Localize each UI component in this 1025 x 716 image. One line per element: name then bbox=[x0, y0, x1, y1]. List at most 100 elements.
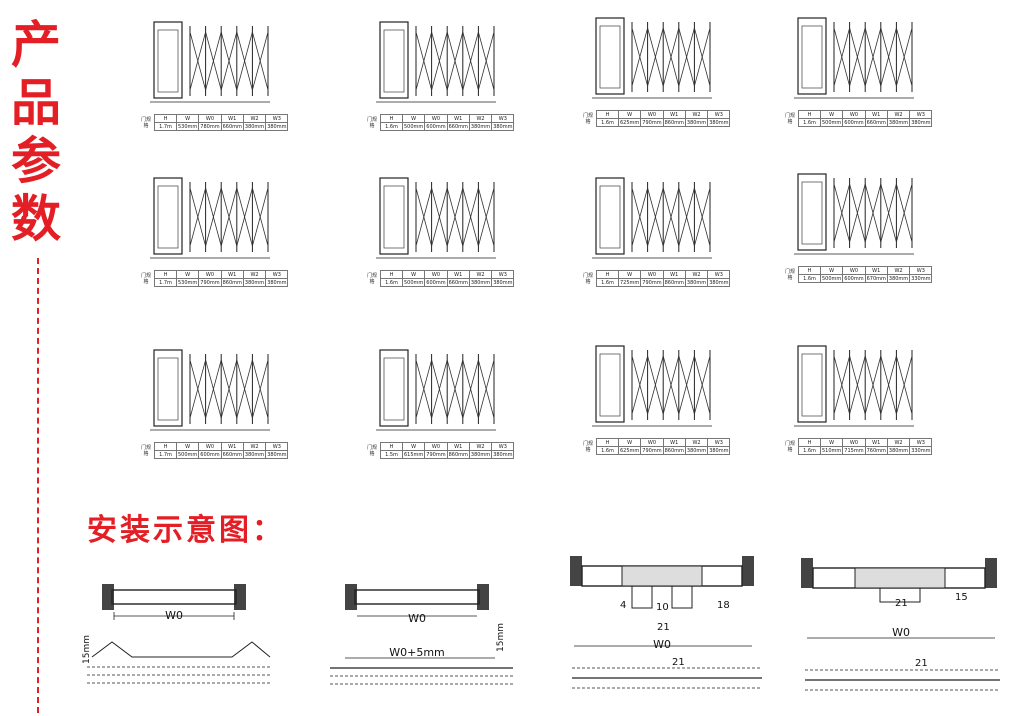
spec-header: W0 bbox=[424, 114, 448, 123]
install-diagram-2: W0 W0+5mm 15mm bbox=[325, 572, 515, 696]
spec-header: W1 bbox=[220, 114, 244, 123]
spec-header: W bbox=[401, 442, 426, 451]
spec-value: 380mm bbox=[886, 446, 911, 455]
spec-label: 门规格 bbox=[140, 444, 151, 457]
spec-header: W2 bbox=[886, 438, 911, 447]
spec-header: H bbox=[154, 270, 177, 279]
spec-header: W0 bbox=[198, 442, 222, 451]
gate-drawing-icon bbox=[592, 177, 712, 259]
spec-header: W bbox=[819, 266, 844, 275]
spec-value: 670mm bbox=[864, 274, 888, 283]
spec-value: 500mm bbox=[401, 122, 426, 131]
spec-label: 门规格 bbox=[366, 116, 377, 129]
spec-value: 790mm bbox=[424, 450, 448, 459]
spec-header: W3 bbox=[491, 270, 515, 279]
spec-value: 380mm bbox=[468, 450, 493, 459]
w0-label: W0 bbox=[892, 626, 910, 639]
side-title: 产 品 参 数 bbox=[6, 16, 66, 248]
spec-label: 门规格 bbox=[366, 272, 377, 285]
spec-header: H bbox=[596, 110, 619, 119]
spec-header: W1 bbox=[864, 266, 888, 275]
spec-value: 500mm bbox=[175, 450, 200, 459]
spec-value: 860mm bbox=[662, 446, 686, 455]
side-title-char: 参 bbox=[11, 132, 61, 190]
wheel-icon bbox=[477, 584, 489, 610]
spec-label: 门规格 bbox=[582, 112, 593, 125]
spec-value: 380mm bbox=[909, 118, 933, 127]
install-diagram-4: 21 15 W0 21 bbox=[795, 550, 1005, 714]
gate-drawing-icon bbox=[150, 349, 270, 431]
spec-value: 500mm bbox=[401, 278, 426, 287]
spec-value: 380mm bbox=[468, 278, 493, 287]
spec-value: 660mm bbox=[446, 278, 470, 287]
wheel-icon bbox=[742, 556, 754, 586]
spec-value: 715mm bbox=[842, 446, 866, 455]
wheel-icon bbox=[570, 556, 582, 586]
install-title: 安装示意图： bbox=[87, 513, 285, 548]
spec-header: W0 bbox=[842, 110, 866, 119]
spec-value: 330mm bbox=[909, 446, 933, 455]
spec-header: W2 bbox=[242, 114, 267, 123]
spec-header: W1 bbox=[220, 270, 244, 279]
spec-value: 790mm bbox=[640, 446, 664, 455]
spec-header: W2 bbox=[242, 270, 267, 279]
spec-value: 1.6m bbox=[380, 278, 403, 287]
spec-value: 1.6m bbox=[798, 446, 821, 455]
wheel-icon bbox=[985, 558, 997, 588]
wheel-icon bbox=[234, 584, 246, 610]
side-dashed-line bbox=[37, 258, 39, 713]
spec-value: 380mm bbox=[707, 278, 731, 287]
spec-header: W0 bbox=[842, 266, 866, 275]
w0-label: W0 bbox=[653, 638, 671, 651]
spec-label: 门规格 bbox=[582, 272, 593, 285]
spec-header: W0 bbox=[640, 270, 664, 279]
spec-label: 门规格 bbox=[582, 440, 593, 453]
gate-drawing-icon bbox=[376, 177, 496, 259]
spec-value: 790mm bbox=[640, 118, 664, 127]
depth-label: 15mm bbox=[496, 623, 506, 652]
spec-header: W3 bbox=[909, 266, 933, 275]
spec-header: W bbox=[401, 114, 426, 123]
spec-value: 380mm bbox=[684, 446, 709, 455]
spec-header: H bbox=[154, 114, 177, 123]
gate-drawing-icon bbox=[592, 345, 712, 427]
spec-value: 600mm bbox=[842, 274, 866, 283]
spec-header: H bbox=[380, 442, 403, 451]
spec-header: W3 bbox=[909, 438, 933, 447]
spec-header: W2 bbox=[242, 442, 267, 451]
spec-header: H bbox=[596, 270, 619, 279]
spec-header: W1 bbox=[446, 114, 470, 123]
spec-header: W bbox=[617, 270, 642, 279]
dim-label: 21 bbox=[895, 598, 908, 609]
spec-value: 600mm bbox=[198, 450, 222, 459]
wheel-icon bbox=[102, 584, 114, 610]
gate-drawing-icon bbox=[592, 17, 712, 99]
spec-value: 510mm bbox=[819, 446, 844, 455]
spec-value: 1.6m bbox=[798, 274, 821, 283]
spec-header: W1 bbox=[446, 442, 470, 451]
spec-value: 380mm bbox=[491, 278, 515, 287]
spec-value: 1.5m bbox=[380, 450, 403, 459]
dim-label: 21 bbox=[915, 658, 928, 669]
spec-value: 380mm bbox=[886, 274, 911, 283]
spec-value: 1.6m bbox=[596, 118, 619, 127]
spec-value: 380mm bbox=[707, 446, 731, 455]
w0-label: W0 bbox=[408, 612, 426, 625]
install-diagram-3: 4 10 18 21 W0 21 bbox=[562, 548, 772, 712]
spec-value: 790mm bbox=[198, 278, 222, 287]
